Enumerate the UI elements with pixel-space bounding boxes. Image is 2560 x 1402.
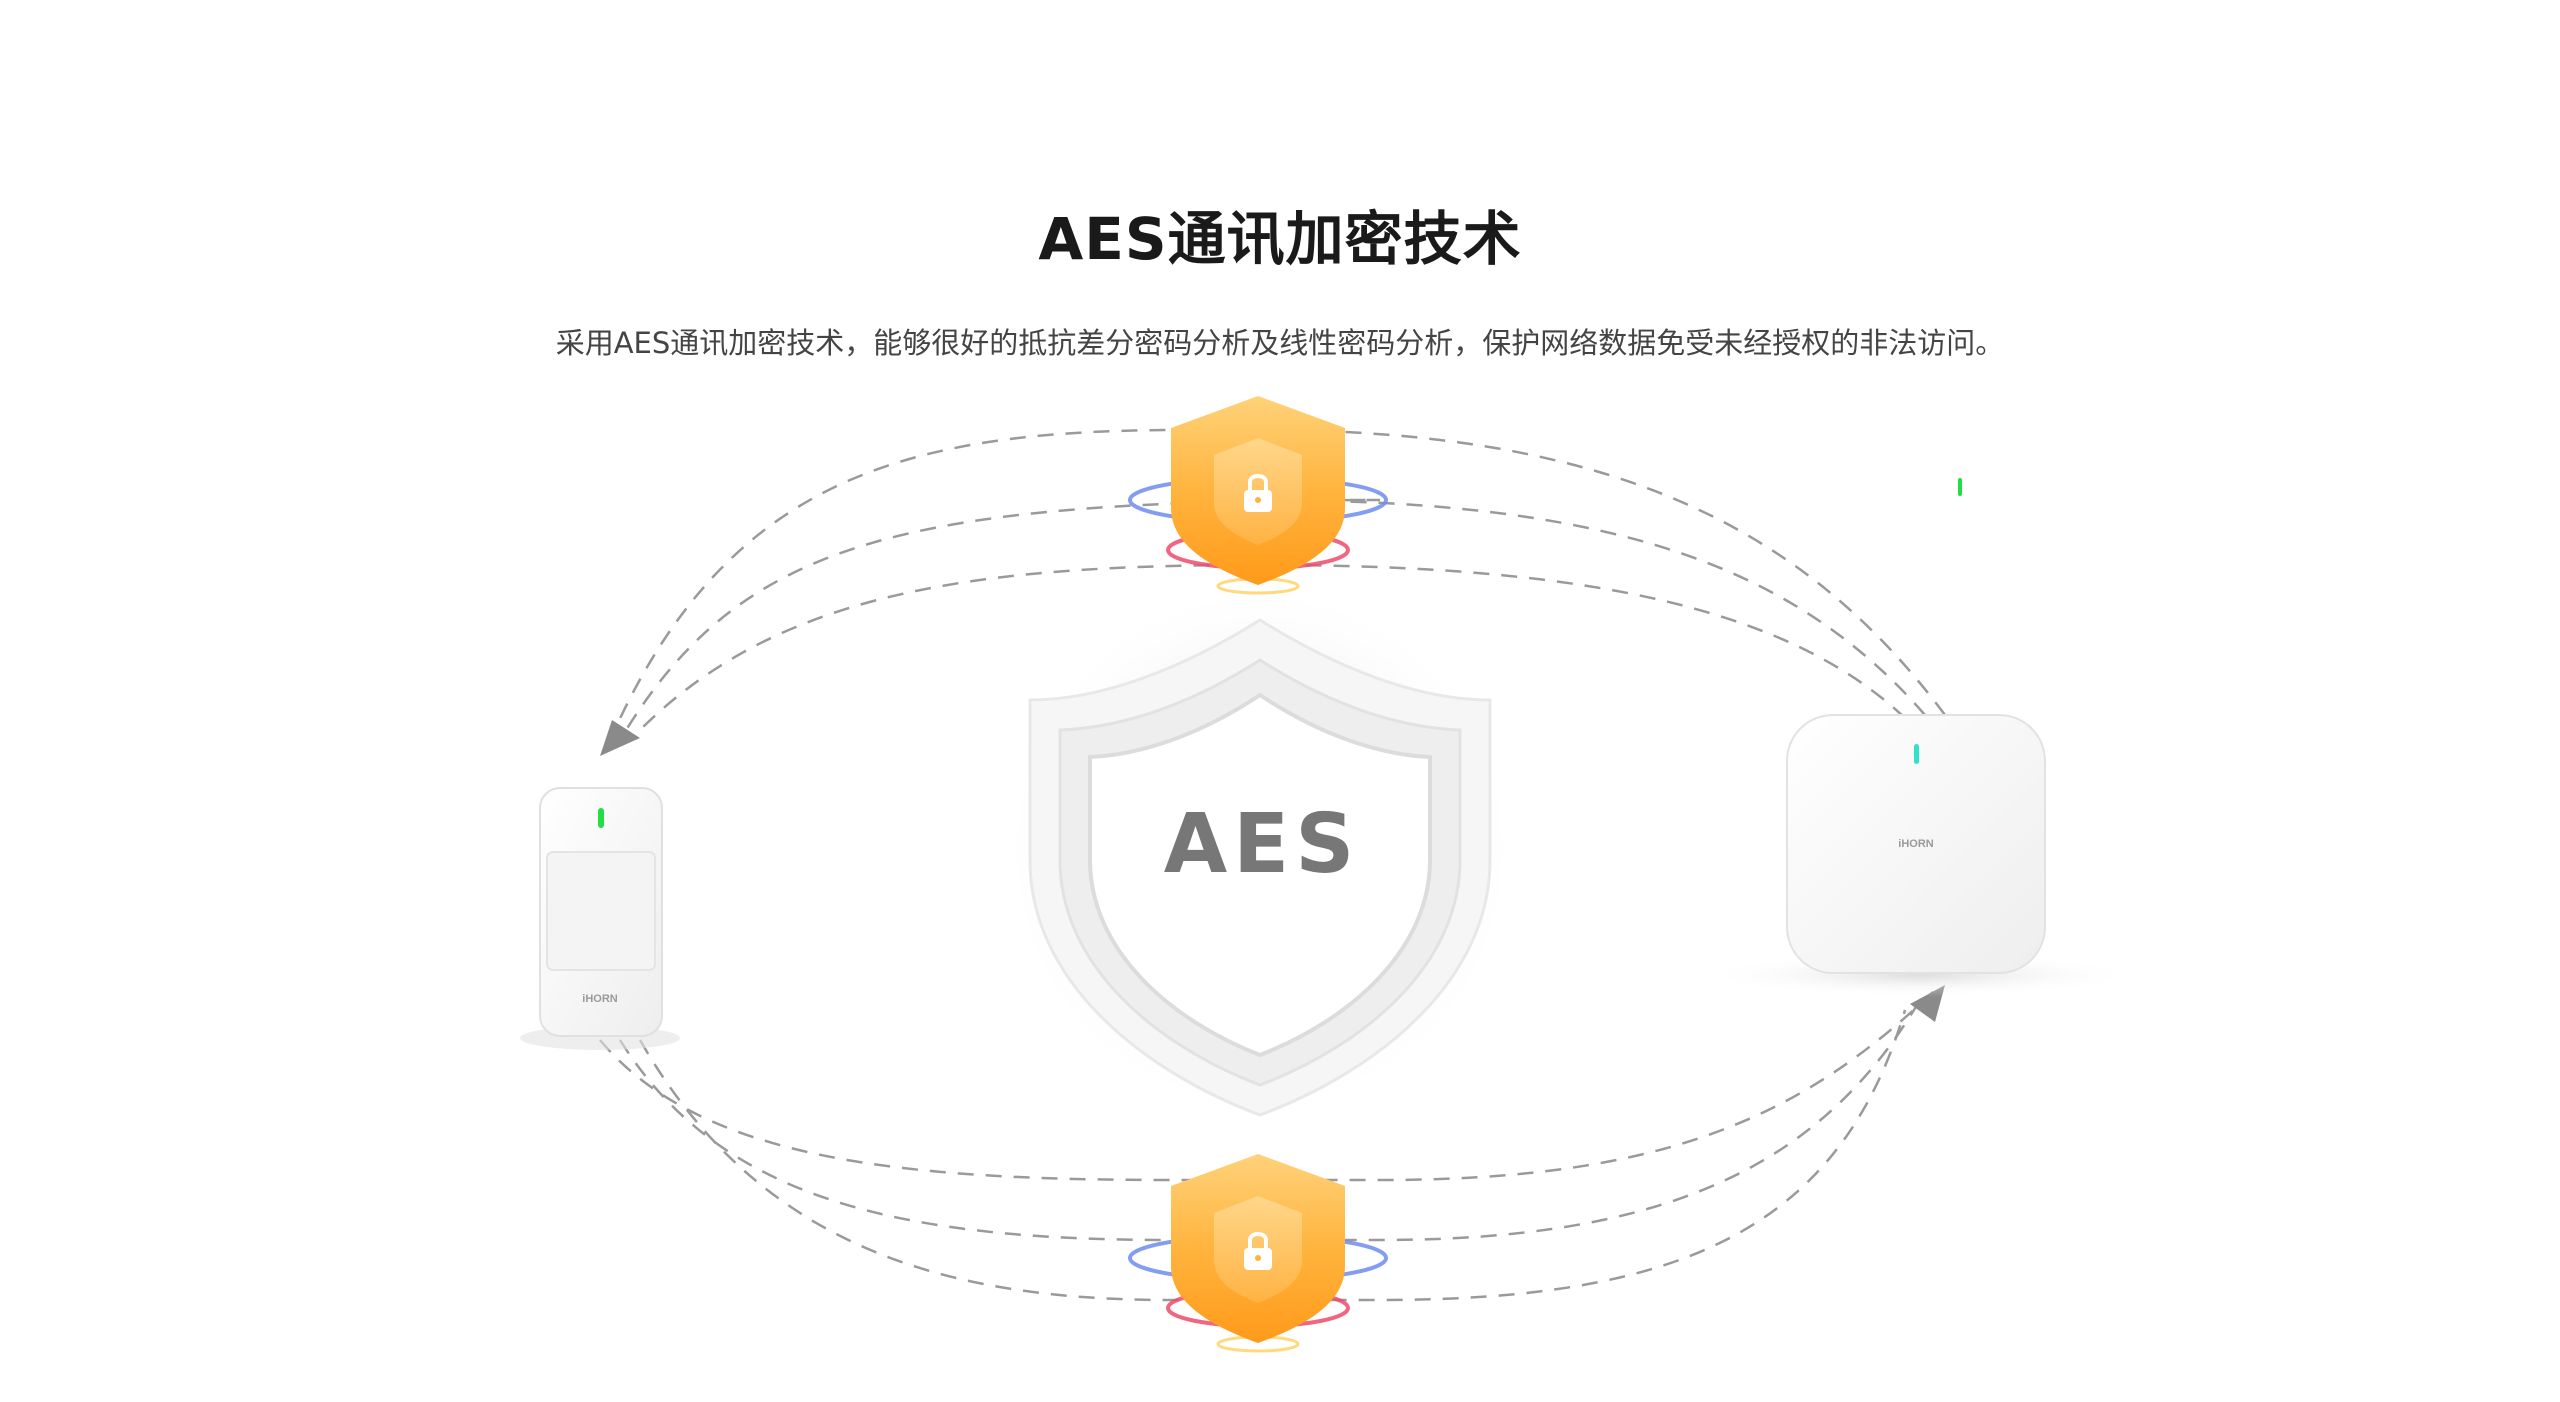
status-led-marker (1958, 478, 1962, 496)
bottom-dashed-paths (599, 989, 1936, 1302)
sensor-brand-label: iHORN (582, 993, 618, 1005)
hub-brand-label: iHORN (1898, 838, 1934, 850)
sensor-indicator-led (598, 808, 604, 828)
center-aes-shield: AES (1000, 580, 1520, 1120)
hub-indicator-led (1914, 744, 1919, 764)
lock-icon (1244, 474, 1272, 512)
lock-badge-bottom (1128, 1154, 1388, 1353)
section-title: AES通讯加密技术 (1038, 205, 1522, 273)
sensor-lens (546, 851, 656, 971)
section-description: 采用AES通讯加密技术，能够很好的抵抗差分密码分析及线性密码分析，保护网络数据免… (555, 326, 2005, 360)
lock-icon (1244, 1232, 1272, 1270)
hub-device: iHORN (1700, 714, 2140, 997)
lock-badge-top (1128, 396, 1388, 595)
shield-label: AES (1164, 797, 1361, 892)
motion-sensor-device: iHORN (520, 787, 680, 1050)
arrow-to-sensor-icon (600, 720, 640, 756)
